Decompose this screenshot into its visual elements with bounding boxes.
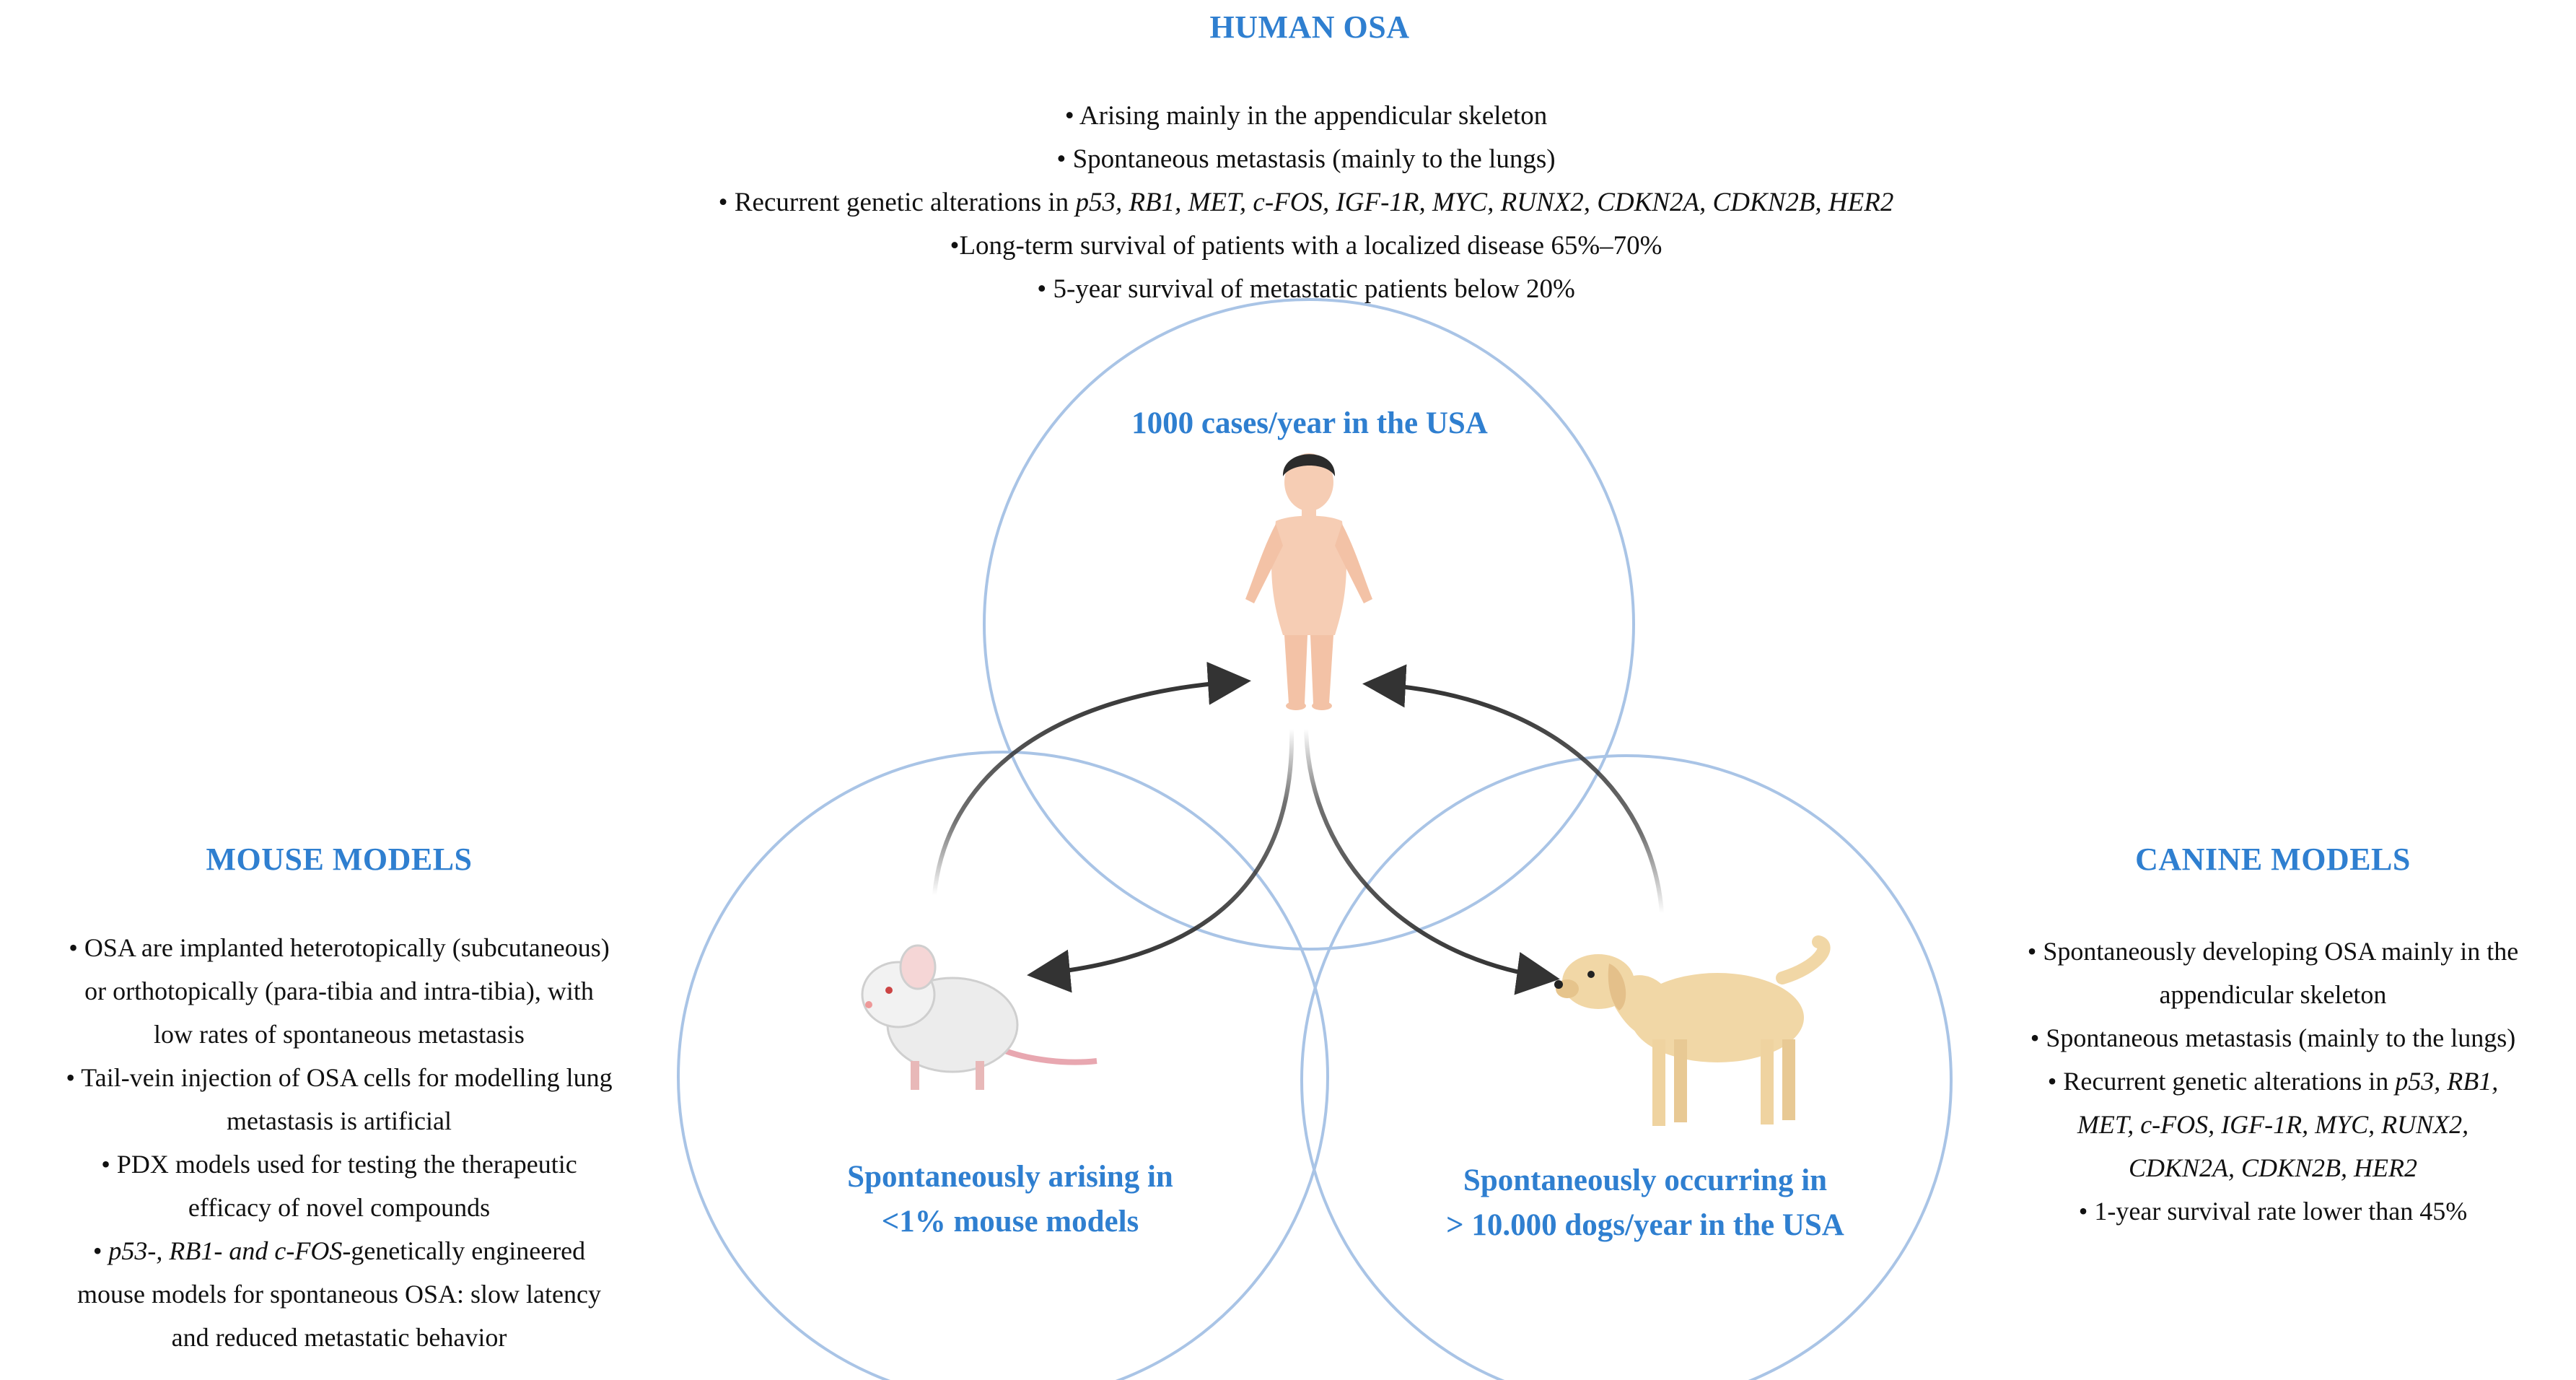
canine-circle-label-line-1: Spontaneously occurring in [1463,1163,1828,1197]
canine-line-4: • Recurrent genetic alterations in p53, … [2047,1067,2499,1096]
canine-title: CANINE MODELS [2135,842,2411,877]
child-icon [1245,453,1372,710]
canine-line-7: • 1-year survival rate lower than 45% [2078,1197,2468,1226]
mouse-line-8: • p53-, RB1- and c-FOS-genetically engin… [92,1236,586,1265]
human-circle-label: 1000 cases/year in the USA [1131,406,1488,440]
mouse-bullets: • OSA are implanted heterotopically (sub… [0,926,678,1359]
mouse-title: MOUSE MODELS [206,842,473,877]
mouse-line-10: and reduced metastatic behavior [171,1323,507,1352]
arrow-mouse-to-human [932,661,1251,896]
human-bullet-4: •Long-term survival of patients with a l… [950,231,1662,261]
arrow-human-to-mouse [1027,728,1294,993]
canine-circle [1300,754,1953,1380]
human-circle [983,298,1635,951]
canine-circle-label-line-2: > 10.000 dogs/year in the USA [1446,1208,1844,1242]
mouse-circle-label-line-1: Spontaneously arising in [847,1160,1173,1194]
mouse-line-9: mouse models for spontaneous OSA: slow l… [77,1280,601,1309]
mouse-line-4: • Tail-vein injection of OSA cells for m… [66,1063,613,1092]
mouse-line-7: efficacy of novel compounds [188,1193,491,1222]
mouse-icon [861,944,1098,1090]
human-bullet-3: • Recurrent genetic alterations in p53, … [718,188,1894,217]
mouse-line-5: metastasis is artificial [227,1106,452,1135]
arrow-human-to-dog [1304,728,1560,995]
mouse-circle [677,751,1329,1380]
mouse-circle-label: Spontaneously arising in <1% mouse model… [750,1155,1270,1244]
human-bullet-5: • 5-year survival of metastatic patients… [1037,274,1575,304]
canine-line-6: CDKN2A, CDKN2B, HER2 [2128,1153,2418,1182]
human-bullets: • Arising mainly in the appendicular ske… [548,95,2064,311]
dog-icon [1554,935,1831,1126]
canine-line-3: • Spontaneous metastasis (mainly to the … [2030,1023,2516,1052]
mouse-line-2: or orthotopically (para-tibia and intra-… [84,977,594,1005]
mouse-line-6: • PDX models used for testing the therap… [101,1150,577,1179]
canine-circle-label: Spontaneously occurring in > 10.000 dogs… [1371,1158,1919,1248]
canine-line-5: MET, c-FOS, IGF-1R, MYC, RUNX2, [2077,1110,2469,1139]
canine-line-1: • Spontaneously developing OSA mainly in… [2027,937,2519,966]
mouse-line-3: low rates of spontaneous metastasis [154,1020,525,1049]
mouse-line-1: • OSA are implanted heterotopically (sub… [69,933,610,962]
human-bullet-2: • Spontaneous metastasis (mainly to the … [1056,144,1556,174]
mouse-circle-label-line-2: <1% mouse models [881,1205,1139,1239]
canine-bullets: • Spontaneously developing OSA mainly in… [1948,930,2576,1233]
canine-line-2: appendicular skeleton [2159,980,2387,1009]
human-title: HUMAN OSA [1209,9,1410,45]
arrow-dog-to-human [1362,664,1664,914]
human-bullet-1: • Arising mainly in the appendicular ske… [1064,101,1548,131]
